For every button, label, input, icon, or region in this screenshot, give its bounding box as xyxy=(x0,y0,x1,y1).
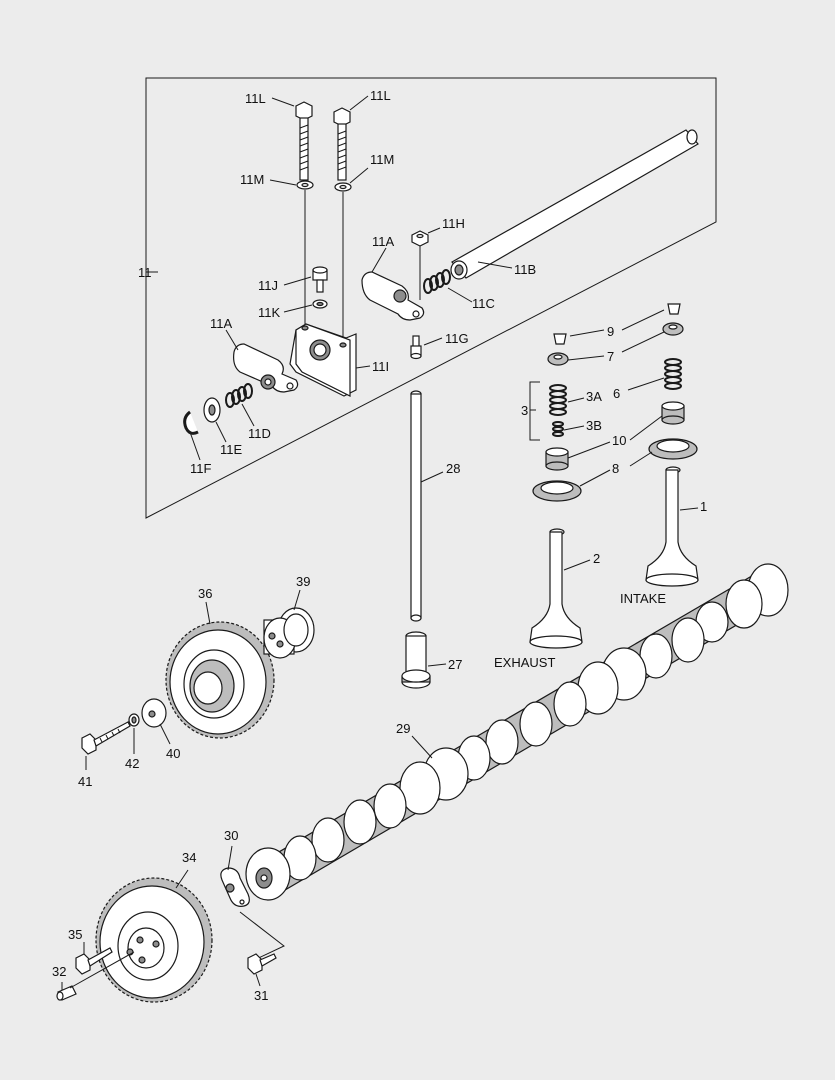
camshaft-29 xyxy=(245,563,789,901)
bolt-41 xyxy=(81,721,131,755)
callout-11b: 11B xyxy=(514,262,536,277)
callout-11: 11 xyxy=(138,265,152,280)
bolt-31 xyxy=(247,953,277,975)
callout-11m-right: 11M xyxy=(370,152,394,167)
thrust-plate-30 xyxy=(220,867,250,907)
spring-11d xyxy=(225,383,253,408)
nut-11h xyxy=(411,230,429,247)
callout-29: 29 xyxy=(396,721,410,736)
callout-11l-left: 11L xyxy=(245,91,266,106)
callout-6: 6 xyxy=(613,386,620,401)
label-exhaust: EXHAUST xyxy=(494,655,555,670)
callout-11m-left: 11M xyxy=(240,172,264,187)
callout-3b: 3B xyxy=(586,418,602,433)
valve-spring-6 xyxy=(664,358,682,390)
lock-washer-42 xyxy=(128,713,140,727)
rocker-arm-11a-lower xyxy=(233,343,299,393)
valve-rotator-8 xyxy=(532,438,698,502)
outer-spring-3a xyxy=(549,384,567,416)
callout-11c: 11C xyxy=(472,296,495,311)
callout-2: 2 xyxy=(593,551,600,566)
idler-gear-36 xyxy=(165,621,275,739)
rocker-assembly-frame xyxy=(145,77,717,519)
callout-28: 28 xyxy=(446,461,460,476)
exhaust-valve-2 xyxy=(529,528,583,649)
callout-32: 32 xyxy=(52,964,66,979)
callout-7: 7 xyxy=(607,349,614,364)
callout-3: 3 xyxy=(521,403,528,418)
bolt-11l-right xyxy=(333,107,351,181)
rocker-shaft-11b xyxy=(450,129,699,280)
screw-11g xyxy=(410,335,422,360)
valve-cotters-9 xyxy=(553,303,681,345)
spring-set-3-bracket xyxy=(529,381,540,441)
thrust-washer-40 xyxy=(141,698,167,728)
callout-9: 9 xyxy=(607,324,614,339)
callout-36: 36 xyxy=(198,586,212,601)
callout-27: 27 xyxy=(448,657,462,672)
callout-11f: 11F xyxy=(190,461,211,476)
callout-11k: 11K xyxy=(258,305,280,320)
spring-retainer-7 xyxy=(547,322,684,366)
callout-11g: 11G xyxy=(445,331,469,346)
callout-34: 34 xyxy=(182,850,196,865)
push-rod-28 xyxy=(410,390,422,622)
callout-41: 41 xyxy=(78,774,92,789)
callout-11l-right: 11L xyxy=(370,88,391,103)
callout-10: 10 xyxy=(612,433,626,448)
callout-39: 39 xyxy=(296,574,310,589)
label-intake: INTAKE xyxy=(620,591,666,606)
callout-31: 31 xyxy=(254,988,268,1003)
bolt-11l-left xyxy=(295,101,313,181)
callout-11d: 11D xyxy=(248,426,271,441)
spring-11c xyxy=(423,269,451,294)
washer-11e xyxy=(203,397,221,423)
callout-40: 40 xyxy=(166,746,180,761)
callout-11a-upper: 11A xyxy=(372,234,394,249)
callout-3a: 3A xyxy=(586,389,602,404)
callout-35: 35 xyxy=(68,927,82,942)
callout-42: 42 xyxy=(125,756,139,771)
callout-30: 30 xyxy=(224,828,238,843)
callout-8: 8 xyxy=(612,461,619,476)
inner-spring-3b xyxy=(552,421,564,437)
callout-11j: 11J xyxy=(258,278,278,293)
camshaft-gear-34 xyxy=(95,877,213,1003)
callout-1: 1 xyxy=(700,499,707,514)
rocker-arm-11a-upper xyxy=(361,271,425,321)
tappet-27 xyxy=(401,631,431,689)
callout-11a-lower: 11A xyxy=(210,316,232,331)
idler-bushing-39 xyxy=(263,607,315,659)
screw-11j xyxy=(312,266,328,293)
callout-11e: 11E xyxy=(220,442,242,457)
valve-seal-10 xyxy=(545,401,685,471)
dowel-pin-32 xyxy=(56,985,77,1001)
rocker-bracket-11i xyxy=(289,323,357,397)
intake-valve-1 xyxy=(645,466,699,587)
callout-11h: 11H xyxy=(442,216,465,231)
callout-11i: 11I xyxy=(372,359,389,374)
